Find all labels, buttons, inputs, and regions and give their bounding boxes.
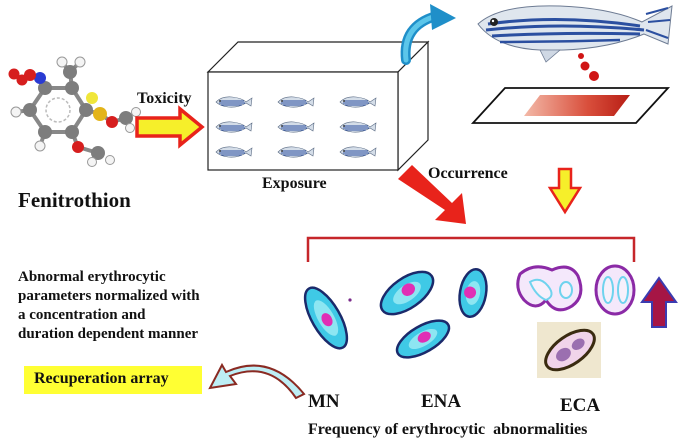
recuperation-label: Recuperation array <box>34 370 169 387</box>
curved-arrow-icon <box>400 4 456 65</box>
exposure-label: Exposure <box>262 175 327 192</box>
recuperation-box <box>24 366 202 394</box>
blood-slide-icon <box>470 87 671 124</box>
abnormal-parameters-text: Abnormal erythrocytic parameters normali… <box>18 268 200 344</box>
abnormal-text-line: duration dependent manner <box>18 326 199 342</box>
abnormalities-bracket <box>306 236 636 262</box>
frequency-label: Frequency of erythrocytic abnormalities <box>308 421 588 438</box>
abnormal-text-line: parameters normalized with <box>18 288 200 304</box>
abnormal-text-line: a concentration and <box>18 307 146 323</box>
recuperation-curved-arrow <box>208 362 306 400</box>
occurrence-label: Occurrence <box>428 165 508 182</box>
occurrence-down-arrow <box>547 167 583 215</box>
abnormal-text-line: Abnormal erythrocytic <box>18 269 166 285</box>
occurrence-red-arrow <box>398 165 466 224</box>
mn-label: MN <box>308 391 340 412</box>
toxicity-arrow <box>135 105 205 149</box>
toxicity-label: Toxicity <box>137 90 192 107</box>
increase-up-arrow <box>640 276 678 328</box>
zebrafish-icon <box>477 5 673 81</box>
fish-tank-icon <box>206 40 430 172</box>
fenitrothion-label: Fenitrothion <box>18 188 131 212</box>
eca-label: ECA <box>560 395 601 416</box>
ena-label: ENA <box>421 391 462 412</box>
molecule-icon <box>8 56 141 167</box>
erythrocyte-icon <box>303 264 636 378</box>
